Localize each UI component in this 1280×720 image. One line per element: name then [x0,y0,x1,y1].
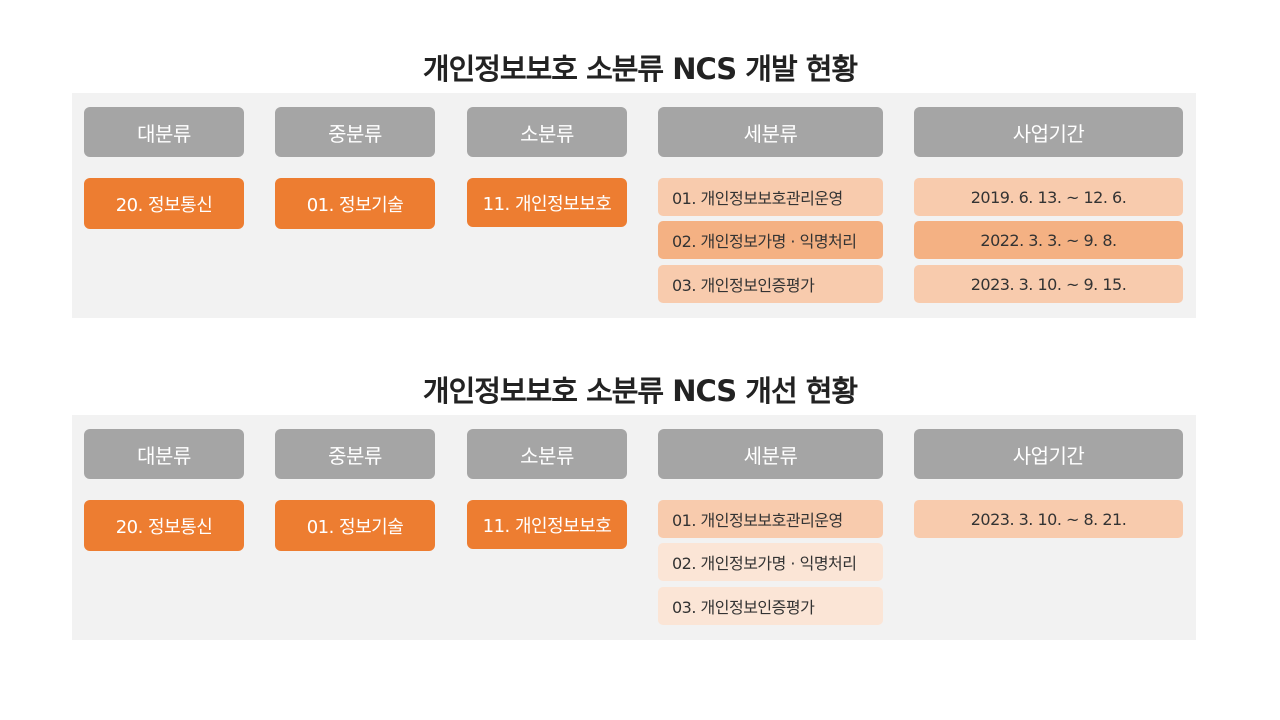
header-major: 대분류 [84,107,244,157]
detail-item: 01. 개인정보보호관리운영 [658,178,883,216]
header-middle: 중분류 [275,107,435,157]
minor-category: 11. 개인정보보호 [467,178,627,227]
header-detail: 세분류 [658,429,883,479]
period-item: 2023. 3. 10. ~ 9. 15. [914,265,1183,303]
section-1-panel: 대분류 중분류 소분류 세분류 사업기간 20. 정보통신 01. 정보기술 1… [72,93,1196,318]
detail-item: 03. 개인정보인증평가 [658,265,883,303]
header-detail: 세분류 [658,107,883,157]
detail-item: 02. 개인정보가명 · 익명처리 [658,221,883,259]
detail-item: 02. 개인정보가명 · 익명처리 [658,543,883,581]
header-minor: 소분류 [467,107,627,157]
header-period: 사업기간 [914,429,1183,479]
detail-item: 03. 개인정보인증평가 [658,587,883,625]
section-2-title: 개인정보보호 소분류 NCS 개선 현황 [422,374,858,408]
section-2-panel: 대분류 중분류 소분류 세분류 사업기간 20. 정보통신 01. 정보기술 1… [72,415,1196,640]
major-category: 20. 정보통신 [84,178,244,229]
section-1-title: 개인정보보호 소분류 NCS 개발 현황 [422,52,858,86]
minor-category: 11. 개인정보보호 [467,500,627,549]
major-category: 20. 정보통신 [84,500,244,551]
middle-category: 01. 정보기술 [275,500,435,551]
header-period: 사업기간 [914,107,1183,157]
period-item: 2019. 6. 13. ~ 12. 6. [914,178,1183,216]
header-major: 대분류 [84,429,244,479]
period-item: 2023. 3. 10. ~ 8. 21. [914,500,1183,538]
middle-category: 01. 정보기술 [275,178,435,229]
period-item: 2022. 3. 3. ~ 9. 8. [914,221,1183,259]
detail-item: 01. 개인정보보호관리운영 [658,500,883,538]
header-minor: 소분류 [467,429,627,479]
header-middle: 중분류 [275,429,435,479]
